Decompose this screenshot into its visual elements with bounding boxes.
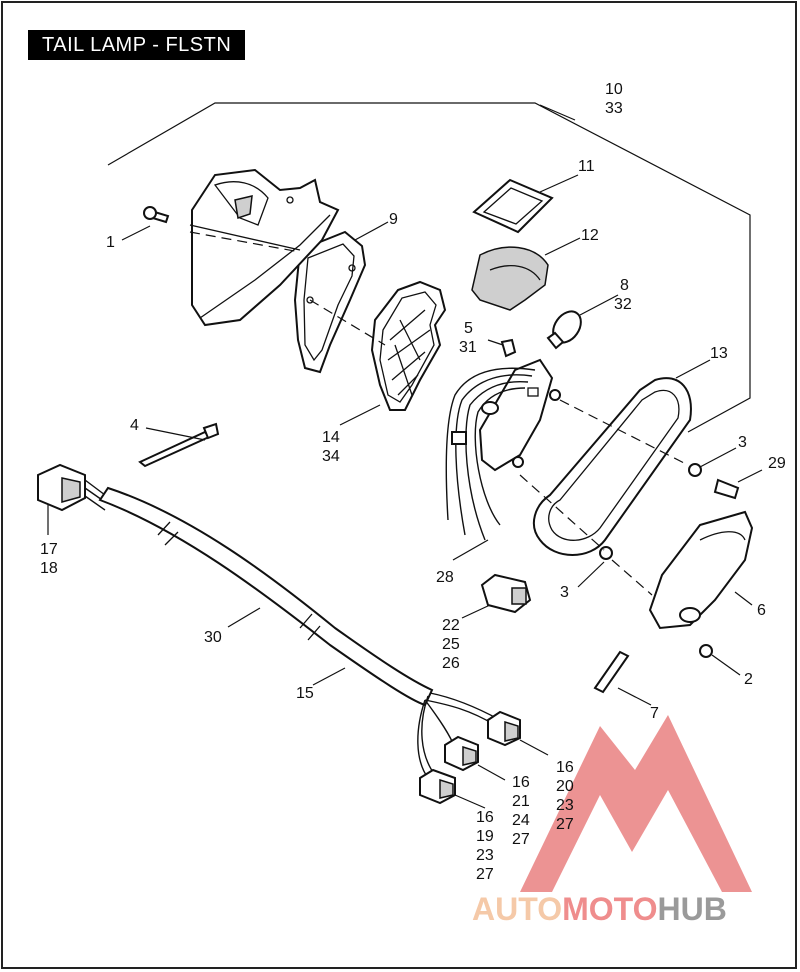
callout-15: 15 — [296, 685, 314, 702]
callout-12: 12 — [581, 227, 599, 244]
callout-3-lower: 3 — [560, 584, 569, 601]
callout-13: 13 — [710, 345, 728, 362]
housing-part-1 — [143, 168, 340, 327]
svg-text:AUTOMOTOHUB: AUTOMOTOHUB — [472, 891, 727, 927]
watermark-auto: AUTO — [472, 891, 562, 927]
callout-6: 6 — [757, 602, 766, 619]
callout-9: 9 — [389, 211, 398, 228]
diagram-title: TAIL LAMP - FLSTN — [28, 30, 246, 60]
watermark-text: AUTOMOTOHUB — [472, 891, 727, 927]
nut-part-3-lower — [599, 546, 613, 560]
callout-30: 30 — [204, 629, 222, 646]
leader-lines — [47, 104, 763, 809]
reflector-part-7 — [593, 650, 630, 694]
nut-part-3-upper — [688, 463, 702, 477]
gasket-part-11 — [472, 178, 554, 234]
callout-2: 2 — [744, 671, 753, 688]
wiring-harness — [37, 463, 521, 805]
nut-part-2 — [699, 644, 713, 658]
callout-7: 7 — [650, 705, 659, 722]
connector-part-22 — [480, 573, 532, 614]
callout-3-upper: 3 — [738, 434, 747, 451]
callout-28: 28 — [436, 569, 454, 586]
socket-plate — [445, 358, 561, 541]
callout-11: 11 — [578, 158, 595, 175]
callout-4: 4 — [130, 417, 139, 434]
watermark-mark — [520, 715, 752, 892]
shield-part-12 — [471, 246, 549, 311]
cover-part-6 — [648, 510, 754, 630]
cap-part-29 — [713, 478, 740, 500]
ring-gasket-part-13 — [532, 377, 692, 556]
watermark-moto: MOTO — [562, 891, 657, 927]
bulb-part-5 — [500, 338, 517, 358]
clip-part-4 — [138, 422, 220, 468]
callout-29: 29 — [768, 455, 786, 472]
bulb-part-8 — [546, 310, 582, 350]
callout-1: 1 — [106, 234, 115, 251]
gasket-part-9 — [293, 230, 367, 374]
assembly-bracket — [107, 102, 751, 433]
watermark-hub: HUB — [657, 891, 726, 927]
lens-part-14 — [370, 280, 447, 411]
